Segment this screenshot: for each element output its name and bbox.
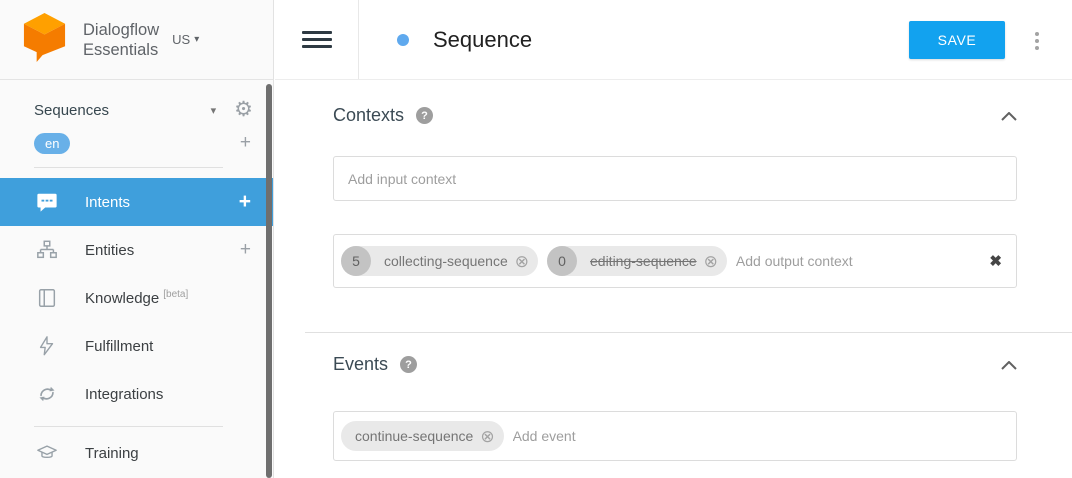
help-icon[interactable]: ?: [416, 107, 434, 124]
collapse-contexts-button[interactable]: [1001, 105, 1017, 126]
remove-chip-icon[interactable]: ⊗: [480, 426, 495, 446]
hamburger-icon: [301, 30, 332, 49]
sync-icon: [36, 383, 58, 405]
region-selector[interactable]: US ▾: [172, 32, 200, 47]
collapse-events-button[interactable]: [1001, 354, 1017, 375]
clear-output-contexts-icon[interactable]: ✖: [989, 253, 1002, 270]
chip-label: collecting-sequence: [384, 253, 508, 269]
event-chip[interactable]: continue-sequence ⊗: [341, 421, 504, 451]
sidebar-item-intents[interactable]: Intents +: [0, 178, 273, 226]
add-output-context-input[interactable]: [735, 253, 978, 269]
section-divider: [305, 332, 1072, 333]
sidebar-item-entities[interactable]: Entities +: [0, 226, 273, 274]
more-options-button[interactable]: [1033, 30, 1041, 52]
agent-name[interactable]: Sequences: [34, 101, 110, 119]
contexts-section-header: Contexts ?: [275, 80, 1072, 126]
sidebar-item-label: Training: [85, 444, 139, 462]
page-header: Sequence SAVE: [275, 0, 1072, 80]
remove-chip-icon[interactable]: ⊗: [703, 251, 718, 271]
output-context-field: 5 collecting-sequence ⊗ 0 editing-sequen…: [333, 234, 1017, 288]
language-row: en +: [0, 120, 273, 154]
sidebar-item-label: Fulfillment: [85, 337, 154, 355]
sidebar-item-training[interactable]: Training: [0, 429, 273, 477]
lifespan-badge: 5: [341, 246, 371, 276]
contexts-heading: Contexts: [333, 105, 405, 125]
page-title: Sequence: [433, 26, 533, 52]
sidebar: Dialogflow Essentials US ▾ Sequences ▾ ⚙…: [0, 0, 274, 478]
intent-status-dot-icon: [397, 33, 409, 46]
intent-editor: Contexts ? 5 collecting-sequence ⊗ 0 edi…: [275, 80, 1072, 478]
sidebar-item-integrations[interactable]: Integrations: [0, 370, 273, 418]
chat-bubble-icon: [36, 191, 58, 213]
agent-selector-row: Sequences ▾ ⚙: [0, 80, 273, 120]
add-event-input[interactable]: [512, 428, 1002, 444]
remove-chip-icon[interactable]: ⊗: [514, 251, 529, 271]
sidebar-item-knowledge[interactable]: Knowledge[beta]: [0, 274, 273, 322]
sidebar-menu-bottom: Training: [0, 429, 273, 477]
sidebar-divider: [34, 426, 223, 427]
events-field: continue-sequence ⊗: [333, 411, 1017, 461]
sidebar-item-label: Knowledge[beta]: [85, 289, 189, 307]
help-icon[interactable]: ?: [400, 356, 418, 373]
bolt-icon: [36, 335, 58, 357]
events-heading: Events: [333, 354, 389, 374]
brand-name: Dialogflow Essentials: [83, 20, 160, 59]
gear-icon[interactable]: ⚙: [234, 98, 253, 121]
entities-icon: [36, 239, 58, 261]
language-chip[interactable]: en: [34, 132, 71, 154]
sidebar-item-fulfillment[interactable]: Fulfillment: [0, 322, 273, 370]
sidebar-item-label: Entities: [85, 241, 135, 259]
output-context-chip[interactable]: 5 collecting-sequence ⊗: [341, 246, 538, 276]
agent-dropdown-icon[interactable]: ▾: [210, 104, 217, 117]
sidebar-item-label: Intents: [85, 193, 131, 211]
chevron-down-icon: ▾: [194, 34, 200, 45]
output-context-chip[interactable]: 0 editing-sequence ⊗: [547, 246, 727, 276]
add-entity-button[interactable]: +: [239, 239, 251, 260]
beta-badge: [beta]: [163, 289, 189, 300]
sidebar-divider: [34, 167, 223, 168]
add-language-button[interactable]: +: [239, 132, 251, 153]
sidebar-menu: Intents + Entities + Knowl: [0, 178, 273, 418]
add-intent-button[interactable]: +: [238, 190, 251, 213]
save-button[interactable]: SAVE: [909, 21, 1005, 59]
chip-label: editing-sequence: [590, 253, 697, 269]
brand-header: Dialogflow Essentials US ▾: [0, 0, 273, 80]
book-icon: [36, 287, 58, 309]
sidebar-item-label: Integrations: [85, 385, 164, 403]
add-input-context-input[interactable]: [348, 170, 1002, 187]
chip-label: continue-sequence: [355, 428, 474, 444]
menu-toggle-button[interactable]: [275, 0, 359, 79]
input-context-field: [333, 156, 1017, 201]
lifespan-badge: 0: [547, 246, 577, 276]
dialogflow-logo-icon: [21, 11, 68, 68]
sidebar-scrollbar[interactable]: [266, 84, 272, 478]
events-section-header: Events ?: [275, 333, 1072, 375]
graduation-cap-icon: [36, 442, 58, 464]
